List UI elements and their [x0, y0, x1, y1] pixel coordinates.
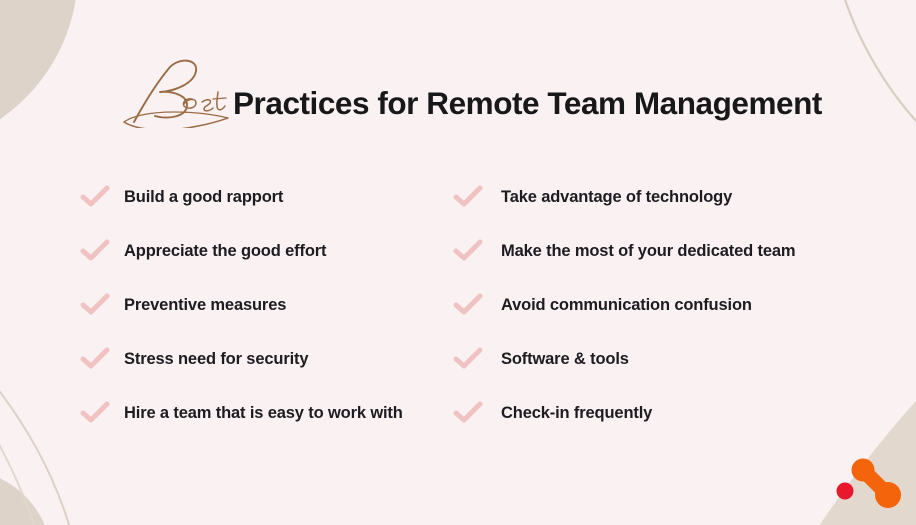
check-icon: [80, 293, 110, 315]
check-icon: [453, 347, 483, 369]
list-item[interactable]: Hire a team that is easy to work with: [80, 386, 460, 440]
list-item[interactable]: Appreciate the good effort: [80, 224, 460, 278]
list-item-label: Appreciate the good effort: [124, 241, 327, 260]
check-icon: [453, 239, 483, 261]
list-item[interactable]: Check-in frequently: [453, 386, 873, 440]
list-item[interactable]: Stress need for security: [80, 332, 460, 386]
best-script-glyph: [123, 59, 229, 128]
bottom-left-beige-shape: [0, 478, 45, 525]
check-icon: [80, 185, 110, 207]
bottom-left-arc-line-1: [0, 390, 71, 525]
list-item-label: Stress need for security: [124, 349, 309, 368]
list-item-label: Make the most of your dedicated team: [501, 241, 796, 260]
list-item[interactable]: Build a good rapport: [80, 170, 460, 224]
list-item-label: Software & tools: [501, 349, 629, 368]
list-item-label: Avoid communication confusion: [501, 295, 752, 314]
practices-column-right: Take advantage of technology Make the mo…: [453, 170, 873, 440]
list-item-label: Hire a team that is easy to work with: [124, 403, 403, 422]
practices-column-left: Build a good rapport Appreciate the good…: [80, 170, 460, 440]
top-right-arc-line: [844, 0, 916, 123]
top-left-beige-shape: [0, 0, 76, 120]
molecule-logo[interactable]: [836, 450, 906, 516]
logo-circle-top: [851, 458, 875, 482]
list-item[interactable]: Make the most of your dedicated team: [453, 224, 873, 278]
page-title: Practices for Remote Team Management: [122, 58, 822, 128]
check-icon: [80, 401, 110, 423]
list-item-label: Build a good rapport: [124, 187, 284, 206]
check-icon: [453, 293, 483, 315]
title-main-text: Practices for Remote Team Management: [233, 84, 822, 121]
logo-circle-bottom: [875, 482, 901, 508]
list-item-label: Check-in frequently: [501, 403, 653, 422]
check-icon: [80, 347, 110, 369]
check-icon: [453, 185, 483, 207]
list-item[interactable]: Preventive measures: [80, 278, 460, 332]
list-item[interactable]: Take advantage of technology: [453, 170, 873, 224]
check-icon: [453, 401, 483, 423]
list-item[interactable]: Avoid communication confusion: [453, 278, 873, 332]
list-item-label: Take advantage of technology: [501, 187, 733, 206]
bottom-left-arc-line-2: [0, 444, 36, 525]
list-item-label: Preventive measures: [124, 295, 287, 314]
title-script-word: [122, 58, 234, 128]
check-icon: [80, 239, 110, 261]
logo-dot-red: [836, 482, 854, 500]
list-item[interactable]: Software & tools: [453, 332, 873, 386]
